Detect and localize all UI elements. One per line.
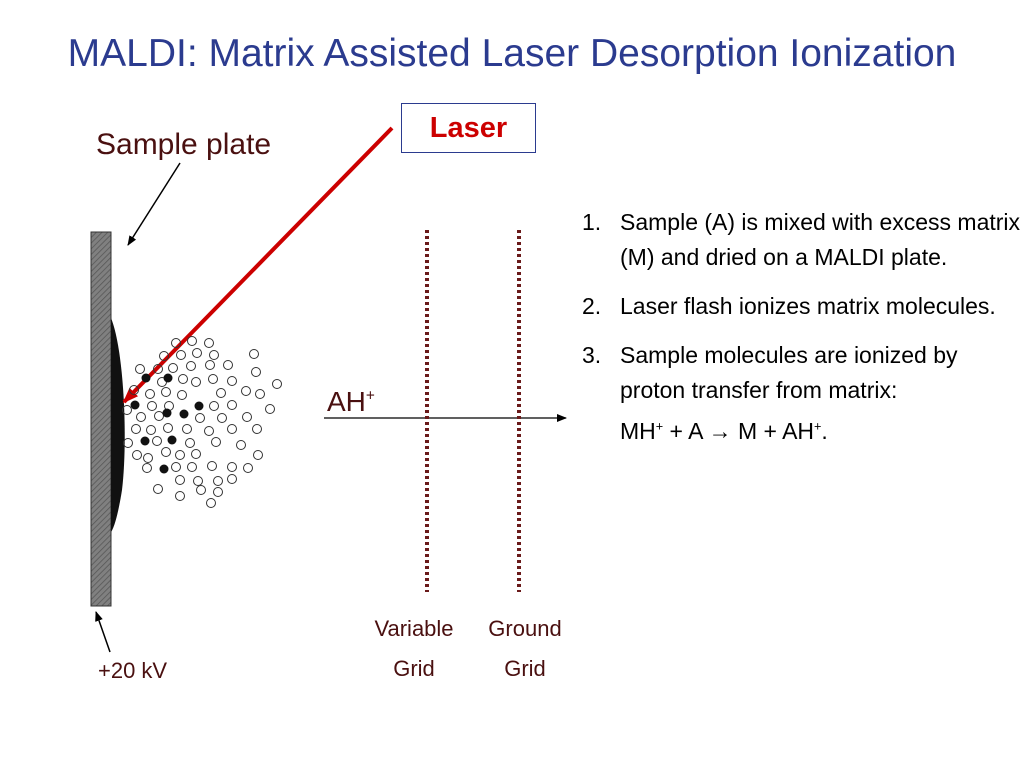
voltage-label: +20 kV [98,658,168,683]
step-number: 2. [582,293,602,319]
sample-plate-pointer [127,162,181,246]
ground-grid-label-line1: Ground [488,616,562,641]
sample-plate [90,231,112,607]
step-number: 3. [582,342,602,368]
ion-label-text: AH [327,386,366,417]
steps-list: 1. Sample (A) is mixed with excess matri… [582,205,1022,449]
sample-plate-label: Sample plate [96,128,272,161]
particle-plume [122,336,282,508]
step-item: 2. Laser flash ionizes matrix molecules. [582,289,1022,324]
eq-charge-2: + [814,419,822,434]
eq-tail: . [821,418,828,444]
slide-title: MALDI: Matrix Assisted Laser Desorption … [67,32,957,75]
variable-grid-label-line1: Variable [374,616,454,641]
ground-grid-label-line2: Grid [504,656,546,681]
voltage-pointer [95,611,111,653]
step-item: 1. Sample (A) is mixed with excess matri… [582,205,1022,275]
sample-deposit [111,318,125,532]
ion-label: AH+ [327,386,375,418]
step-text: Sample molecules are ionized by proton t… [620,342,958,403]
eq-lhs: MH [620,418,656,444]
proton-transfer-equation: MH+ + A → M + AH+. [620,414,1022,449]
laser-label-box: Laser [401,103,536,153]
variable-grid-label-line2: Grid [393,656,435,681]
step-text: Sample (A) is mixed with excess matrix (… [620,209,1021,270]
step-text: Laser flash ionizes matrix molecules. [620,293,996,319]
eq-charge-1: + [655,419,664,434]
ion-charge: + [365,387,375,405]
eq-rhs: M + AH [731,418,815,444]
eq-arrow-icon: → [708,418,732,444]
eq-op: + A [663,418,709,444]
step-number: 1. [582,209,602,235]
step-item: 3. Sample molecules are ionized by proto… [582,338,1022,408]
